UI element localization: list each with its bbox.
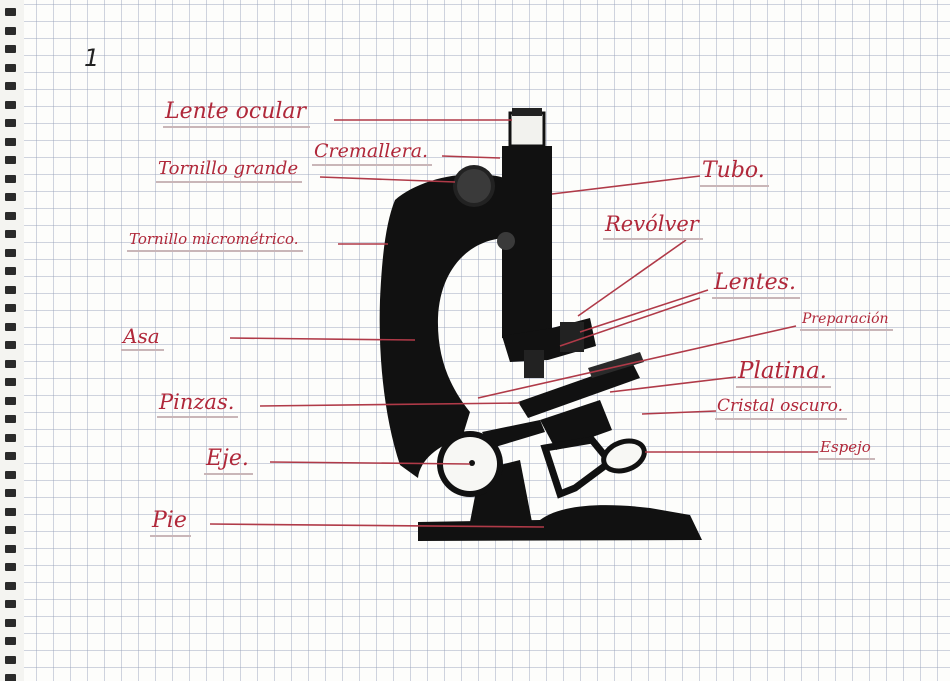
- label-tornillo-micrometrico: Tornillo micrométrico.: [127, 232, 303, 252]
- label-tubo: Tubo.: [700, 160, 769, 187]
- label-lentes: Lentes.: [712, 272, 800, 299]
- label-asa: Asa: [121, 326, 164, 351]
- label-pie: Pie: [150, 510, 191, 537]
- label-preparacion: Preparación: [800, 312, 893, 331]
- label-tornillo-grande: Tornillo grande: [156, 160, 302, 183]
- label-cristal-oscuro: Cristal oscuro.: [715, 398, 847, 420]
- leader-lentes-1: [580, 290, 708, 332]
- leader-cremallera: [442, 156, 500, 158]
- label-lente-ocular: Lente ocular: [163, 101, 310, 128]
- mirror-holder: [545, 440, 610, 494]
- leader-tornillo-grande: [320, 177, 455, 182]
- fine-knob: [497, 232, 515, 250]
- mirror: [599, 436, 648, 477]
- label-pinzas: Pinzas.: [157, 392, 238, 418]
- label-revolver: Revólver: [603, 214, 703, 240]
- leader-cristal-oscuro: [642, 411, 716, 414]
- label-cremallera: Cremallera.: [312, 142, 432, 166]
- label-platina: Platina.: [736, 360, 831, 388]
- leader-tubo: [552, 176, 700, 194]
- label-espejo: Espejo: [818, 440, 875, 460]
- label-eje: Eje.: [204, 448, 253, 475]
- eyepiece: [510, 113, 544, 146]
- leader-revolver: [578, 240, 686, 316]
- microscope-foot: [418, 505, 702, 541]
